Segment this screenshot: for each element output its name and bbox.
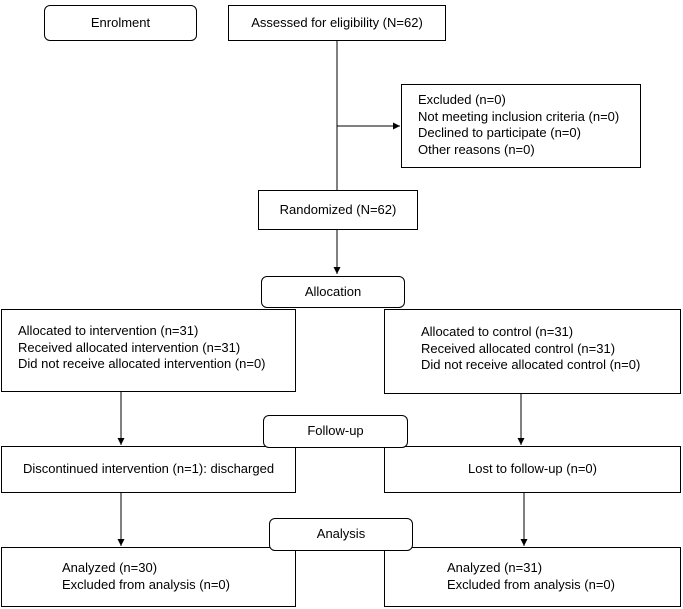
excluded-line: Other reasons (n=0) <box>418 141 535 157</box>
randomized-box: Randomized (N=62) <box>258 190 418 230</box>
excluded-line: Declined to participate (n=0) <box>418 125 581 140</box>
intervention-allocation-line: Received allocated intervention (n=31) <box>18 339 241 355</box>
control-allocation-line: Allocated to control (n=31) <box>421 324 574 339</box>
stage-allocation: Allocation <box>261 276 405 308</box>
stage-analysis: Analysis <box>269 518 413 551</box>
control-followup-box: Lost to follow-up (n=0) <box>384 446 681 493</box>
control-allocation-box: Allocated to control (n=31) Received all… <box>384 309 681 394</box>
intervention-allocation-line: Allocated to intervention (n=31) <box>18 323 199 338</box>
stage-follow-up: Follow-up <box>263 415 408 448</box>
excluded-box: Excluded (n=0) Not meeting inclusion cri… <box>401 84 641 168</box>
control-analysis-line: Analyzed (n=31) <box>447 560 543 575</box>
control-analysis-box: Analyzed (n=31) Excluded from analysis (… <box>384 547 681 607</box>
intervention-followup-box: Discontinued intervention (n=1): dischar… <box>1 446 296 493</box>
intervention-analysis-line: Excluded from analysis (n=0) <box>62 576 230 592</box>
intervention-analysis-line: Analyzed (n=30) <box>62 560 158 575</box>
excluded-line: Not meeting inclusion criteria (n=0) <box>418 108 620 124</box>
excluded-line: Excluded (n=0) <box>418 92 506 107</box>
intervention-allocation-line: Did not receive allocated intervention (… <box>18 356 266 371</box>
assessed-box: Assessed for eligibility (N=62) <box>228 5 446 41</box>
control-allocation-line: Received allocated control (n=31) <box>421 340 616 356</box>
intervention-analysis-box: Analyzed (n=30) Excluded from analysis (… <box>1 547 296 607</box>
control-analysis-line: Excluded from analysis (n=0) <box>447 576 615 592</box>
intervention-allocation-box: Allocated to intervention (n=31) Receive… <box>1 309 296 392</box>
control-allocation-line: Did not receive allocated control (n=0) <box>421 357 641 372</box>
stage-enrolment: Enrolment <box>44 5 197 41</box>
